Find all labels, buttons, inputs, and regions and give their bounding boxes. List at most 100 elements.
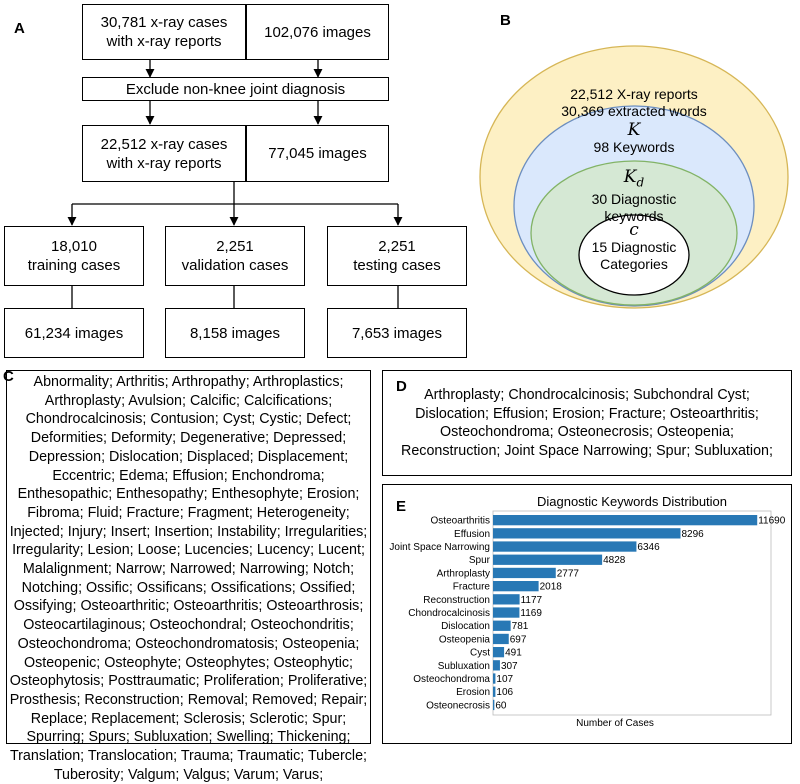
box-testing-images: 7,653 images — [327, 308, 467, 358]
category-label: Osteonecrosis — [426, 700, 490, 711]
value-label: 307 — [501, 661, 518, 672]
keyword-c-line: Ossifying; Osteoarthritic; Osteoarthriti… — [13, 598, 364, 615]
value-label: 8296 — [682, 529, 705, 540]
value-label: 106 — [496, 687, 513, 698]
value-label: 2018 — [540, 582, 563, 593]
box-validation-cases: 2,251 validation cases — [165, 226, 305, 286]
categories-line-2: Categories — [600, 256, 668, 272]
panel-letter-e: E — [396, 498, 407, 515]
category-label: Effusion — [454, 529, 490, 540]
value-label: 2777 — [557, 568, 580, 579]
training-label: training cases — [27, 257, 121, 274]
panel-d-frame — [382, 370, 792, 476]
testing-images-text: 7,653 images — [351, 324, 443, 342]
categories-line-1: 15 Diagnostic — [591, 239, 677, 255]
keyword-c-line: Irregularity; Lesion; Loose; Lucencies; … — [12, 542, 365, 559]
bar-osteoarthritis — [493, 515, 758, 526]
bar-cyst — [493, 647, 505, 658]
bar-osteonecrosis — [493, 699, 495, 711]
keyword-c-line: Chondrocalcinosis; Contusion; Cyst; Cyst… — [25, 411, 352, 428]
keyword-d-line: Reconstruction; Joint Space Narrowing; S… — [401, 443, 773, 460]
keyword-d-line: Osteochondroma; Osteonecrosis; Osteopeni… — [439, 424, 735, 441]
keyword-c-line: Osteopenic; Osteophyte; Osteophytes; Ost… — [23, 654, 353, 671]
validation-label: validation cases — [181, 257, 289, 274]
chart-x-axis-label: Number of Cases — [576, 718, 654, 729]
panel-letter-d: D — [396, 378, 407, 395]
keyword-c-line: Tuberosity; Valgum; Valgus; Varum; Varus… — [53, 766, 324, 783]
value-label: 491 — [505, 648, 522, 659]
category-label: Osteopenia — [439, 634, 491, 645]
category-label: Erosion — [456, 687, 490, 698]
value-label: 60 — [495, 700, 507, 711]
keyword-c-line: Osteochondroma; Osteochondromatosis; Ost… — [17, 635, 360, 652]
keyword-d-line: Dislocation; Effusion; Erosion; Fracture… — [415, 405, 759, 422]
training-count: 18,010 — [51, 238, 97, 255]
testing-label: testing cases — [353, 257, 441, 274]
box-training-cases: 18,010 training cases — [4, 226, 144, 286]
bar-chondrocalcinosis — [493, 607, 520, 618]
reports-label: 22,512 X-ray reports 30,369 extracted wo… — [534, 86, 734, 120]
keyword-c-line: Abnormality; Arthritis; Arthropathy; Art… — [33, 374, 344, 390]
nested-ellipses — [479, 45, 789, 309]
keyword-c-line: Malalignment; Narrow; Narrowed; Narrowin… — [22, 561, 355, 578]
bar-dislocation — [493, 620, 511, 631]
category-label: Arthroplasty — [437, 568, 490, 579]
bar-fracture — [493, 581, 539, 592]
value-label: 4828 — [603, 555, 626, 566]
category-label: Subluxation — [438, 661, 490, 672]
keyword-c-line: Replace; Replacement; Sclerosis; Sclerot… — [30, 710, 347, 727]
panel-c-frame — [6, 370, 371, 744]
panel-e-frame — [382, 484, 792, 744]
bar-osteopenia — [493, 633, 509, 645]
keyword-c-line: Arthroplasty; Avulsion; Calcific; Calcif… — [44, 392, 333, 409]
bar-subluxation — [493, 660, 500, 671]
box-validation-images: 8,158 images — [165, 308, 305, 358]
categories-label: c 15 Diagnostic Categories — [574, 222, 694, 273]
bar-joint-space-narrowing — [493, 541, 637, 552]
category-label: Dislocation — [441, 621, 490, 632]
value-label: 11690 — [758, 516, 786, 527]
category-label: Spur — [469, 555, 491, 566]
keyword-d-line: Arthroplasty; Chondrocalcinosis; Subchon… — [424, 387, 750, 403]
c-symbol: c — [629, 220, 639, 240]
keyword-c-line: Deformities; Deformity; Degenerative; De… — [30, 430, 347, 447]
initial-cases-line-1: 30,781 x-ray cases — [100, 14, 228, 31]
box-filtered-images: 77,045 images — [246, 125, 389, 182]
flowchart-connectors — [67, 60, 403, 308]
kd-symbol-sub: d — [636, 175, 645, 190]
keyword-list-d: Arthroplasty; Chondrocalcinosis; Subchon… — [382, 386, 792, 461]
category-label: Fracture — [453, 582, 491, 593]
filtered-cases-line-1: 22,512 x-ray cases — [100, 135, 228, 153]
kd-symbol: Kd — [623, 167, 645, 190]
bar-spur — [493, 554, 603, 565]
initial-images-text: 102,076 images — [264, 23, 371, 41]
testing-count: 2,251 — [378, 238, 416, 255]
box-exclude: Exclude non-knee joint diagnosis — [82, 77, 389, 101]
filtered-cases-line-2: with x-ray reports — [106, 154, 222, 172]
category-label: Osteochondroma — [413, 674, 490, 685]
keyword-c-line: Spurring; Spurs; Subluxation; Swelling; … — [26, 729, 351, 746]
k-symbol: K — [627, 120, 641, 140]
bar-reconstruction — [493, 594, 520, 605]
bar-arthroplasty — [493, 567, 556, 579]
bar-erosion — [493, 686, 496, 697]
keywords-count-text: 98 Keywords — [593, 139, 675, 155]
diagnostic-keywords-label: Kd 30 Diagnostic keywords — [554, 169, 714, 225]
bar-effusion — [493, 528, 681, 539]
box-initial-images: 102,076 images — [246, 4, 389, 60]
kd-symbol-base: K — [623, 167, 637, 187]
validation-count: 2,251 — [216, 238, 254, 255]
filtered-images-text: 77,045 images — [268, 145, 367, 162]
keyword-c-line: Osteophytosis; Posttraumatic; Proliferat… — [9, 673, 368, 690]
category-label: Cyst — [470, 648, 490, 659]
validation-images-text: 8,158 images — [189, 324, 281, 342]
keyword-c-line: Injected; Injury; Insert; Insertion; Ins… — [9, 523, 368, 540]
keyword-c-line: Depression; Dislocation; Displaced; Disp… — [28, 448, 349, 465]
keywords-label: K 98 Keywords — [554, 122, 714, 156]
exclude-text: Exclude non-knee joint diagnosis — [125, 80, 346, 98]
panel-letter-b: B — [500, 12, 511, 29]
box-testing-cases: 2,251 testing cases — [327, 226, 467, 286]
